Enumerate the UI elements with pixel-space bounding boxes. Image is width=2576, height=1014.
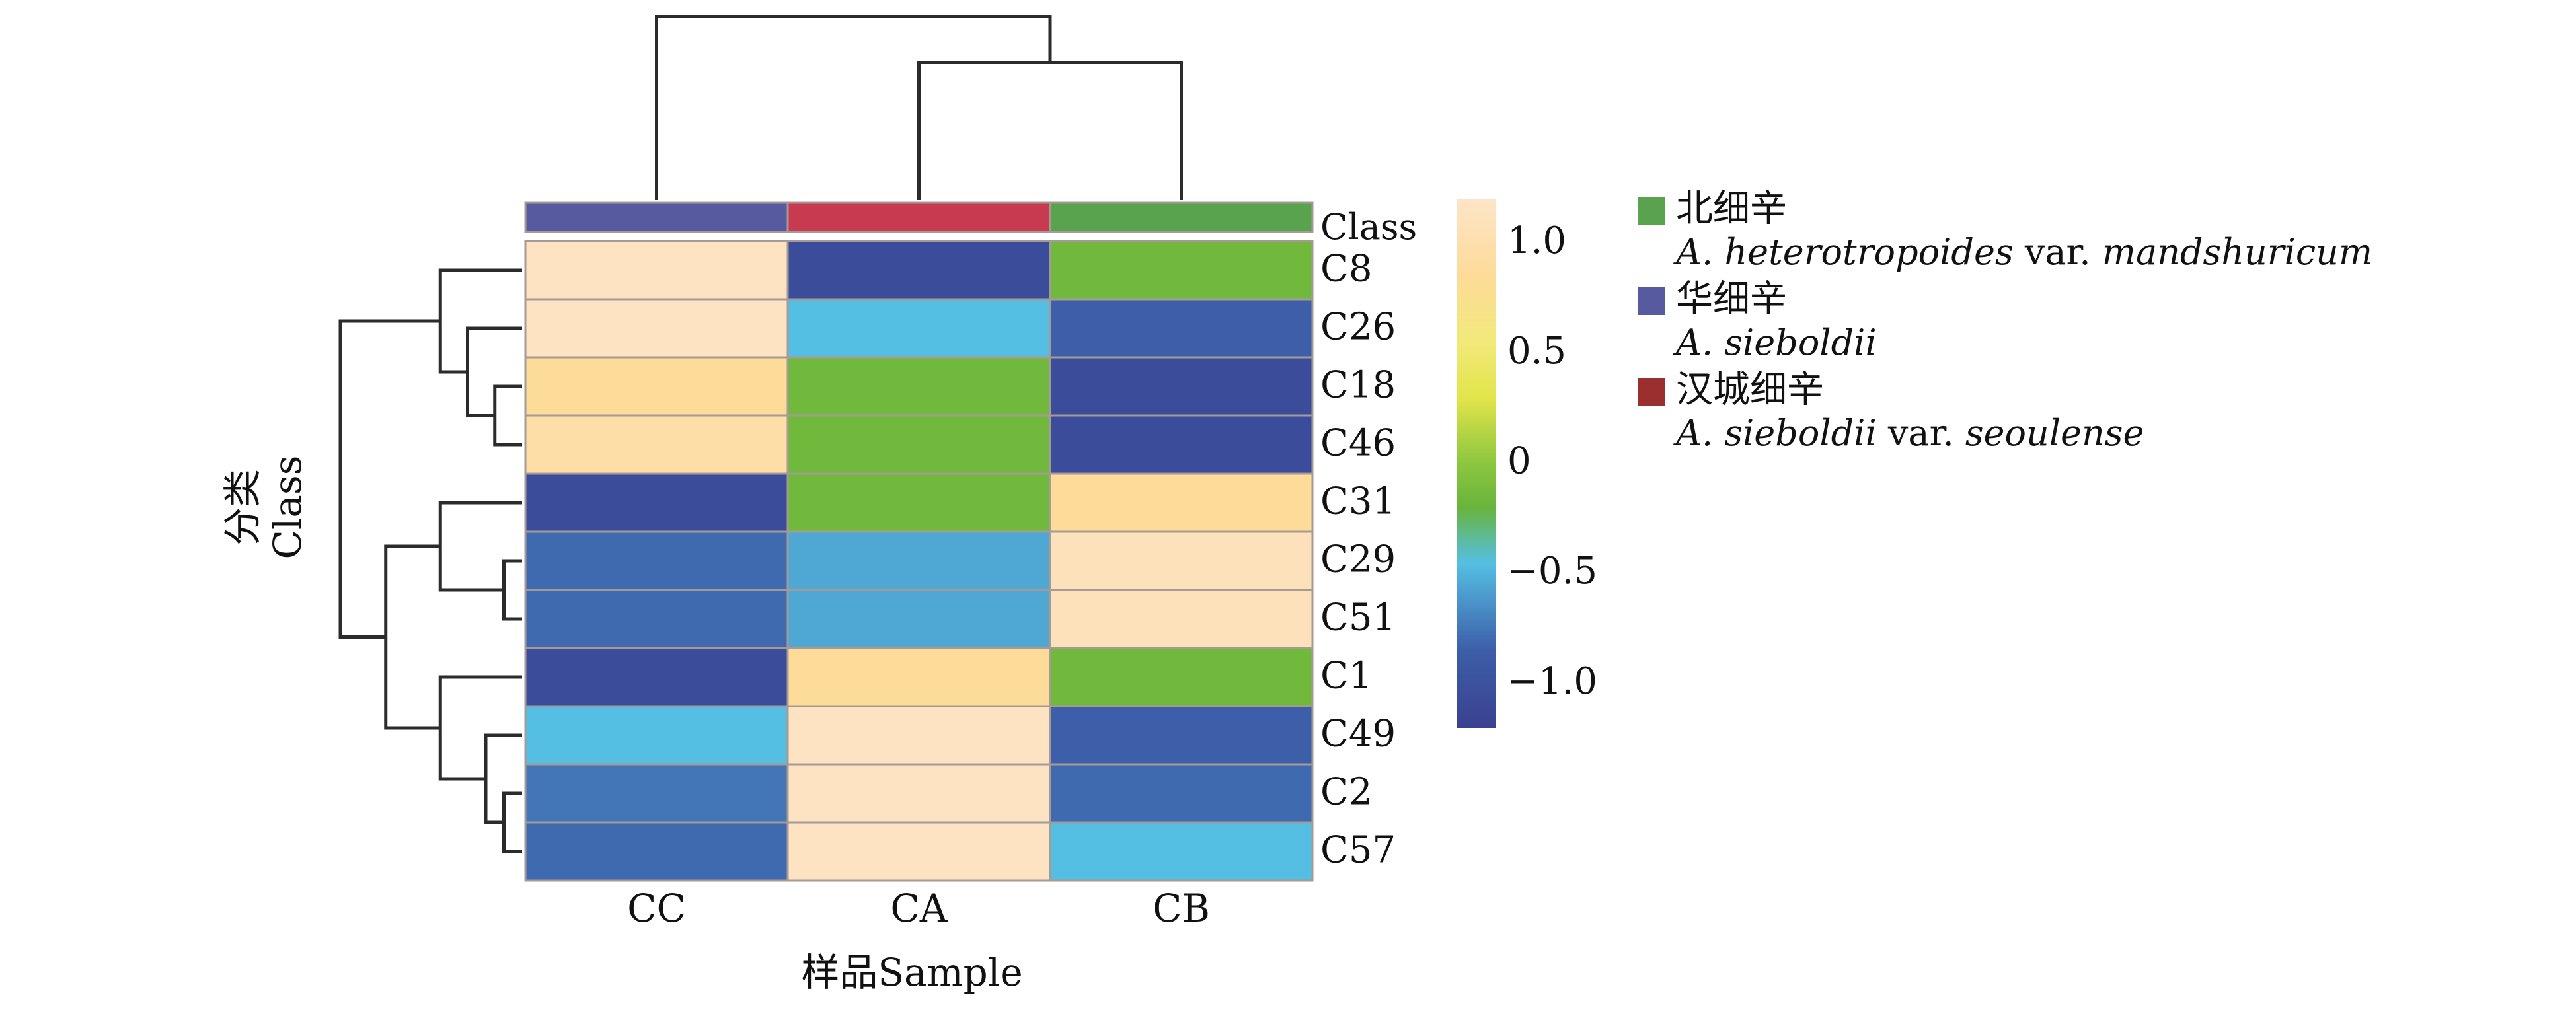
heatmap-cell-C57-CB <box>1049 821 1314 882</box>
heatmap-cell-C18-CB <box>1049 356 1314 417</box>
heatmap-cell-C26-CA <box>786 298 1051 359</box>
row-dendrogram-branch-7 <box>438 675 522 781</box>
column-labels: CC CA CB <box>627 886 1210 931</box>
class-bar-cell-CB <box>1049 201 1314 233</box>
heatmap-cell-C46-CB <box>1049 414 1314 475</box>
heatmap-cell-C57-CC <box>524 821 789 882</box>
column-label-CA: CA <box>890 886 948 931</box>
row-dendrogram <box>338 268 522 853</box>
x-axis-label: 样品Sample <box>801 950 1022 995</box>
heatmap-cell-C51-CC <box>524 589 789 649</box>
legend-label-cn-1: 华细辛 <box>1676 278 1787 321</box>
heatmap-cell-C29-CA <box>786 530 1051 591</box>
heatmap-cell-C26-CC <box>524 298 789 359</box>
row-label-C18: C18 <box>1320 364 1396 407</box>
row-label-C8: C8 <box>1320 248 1372 291</box>
row-dendrogram-branch-2 <box>438 268 522 374</box>
heatmap-cell-C51-CB <box>1049 589 1314 649</box>
row-dendrogram-branch-5 <box>502 791 522 853</box>
heatmap-cell-C2-CA <box>786 763 1051 824</box>
row-label-C51: C51 <box>1320 597 1396 639</box>
legend-swatch-2 <box>1638 378 1665 406</box>
legend-label-latin-2: A. sieboldii var. seoulense <box>1673 412 2144 454</box>
row-label-C46: C46 <box>1320 422 1396 465</box>
row-label-C1: C1 <box>1320 655 1372 698</box>
y-axis-label-group: 分类 Class <box>220 455 310 559</box>
heatmap-cell-C2-CB <box>1049 763 1314 824</box>
y-axis-label-cn: 分类 <box>220 469 265 546</box>
legend-label-cn-0: 北细辛 <box>1676 188 1787 231</box>
heatmap-cell-C18-CC <box>524 356 789 417</box>
row-dendrogram-branch-0 <box>493 384 522 447</box>
row-dendrogram-branch-8 <box>384 544 441 730</box>
heatmap-cell-C18-CA <box>786 356 1051 417</box>
heatmap-cell-C26-CB <box>1049 298 1314 359</box>
color-scale-tick: −1.0 <box>1507 660 1597 703</box>
heatmap-cell-C1-CB <box>1049 647 1314 707</box>
heatmap-cell-C8-CA <box>786 240 1051 301</box>
class-annotation-bar <box>524 201 1314 233</box>
color-scale-bar: 1.0 0.5 0 −0.5 −1.0 <box>1457 199 1597 728</box>
heatmap-cell-C49-CA <box>786 705 1051 766</box>
color-scale-tick: 1.0 <box>1507 219 1566 262</box>
heatmap-cell-C46-CC <box>524 414 789 475</box>
color-scale-tick: 0 <box>1507 440 1531 483</box>
color-scale-tick: −0.5 <box>1507 550 1597 593</box>
row-dendrogram-branch-9 <box>338 319 441 639</box>
heatmap-cell-C2-CC <box>524 763 789 824</box>
row-label-C49: C49 <box>1320 713 1396 756</box>
heatmap-cell-C1-CC <box>524 647 789 707</box>
heatmap-cell-C46-CA <box>786 414 1051 475</box>
heatmap-cells <box>524 240 1314 882</box>
heatmap-cell-C8-CB <box>1049 240 1314 301</box>
color-scale-gradient <box>1457 199 1496 728</box>
heatmap-cell-C49-CB <box>1049 705 1314 766</box>
column-label-CB: CB <box>1153 886 1210 931</box>
heatmap-cell-C8-CC <box>524 240 789 301</box>
legend-swatch-0 <box>1638 197 1665 225</box>
heatmap-cell-C31-CC <box>524 472 789 533</box>
class-row-label: Class <box>1320 206 1417 248</box>
class-bar-cell-CC <box>524 201 789 233</box>
legend-swatch-1 <box>1638 287 1665 315</box>
row-dendrogram-branch-3 <box>502 559 522 621</box>
row-label-C31: C31 <box>1320 480 1396 523</box>
heatmap-cell-C29-CC <box>524 530 789 591</box>
row-label-C26: C26 <box>1320 306 1396 349</box>
row-dendrogram-branch-4 <box>438 501 522 592</box>
heatmap-cell-C51-CA <box>786 589 1051 649</box>
legend-label-latin-0: A. heterotropoides var. mandshuricum <box>1673 231 2372 273</box>
column-label-CC: CC <box>627 886 686 931</box>
heatmap-cell-C1-CA <box>786 647 1051 707</box>
column-dendrogram-branch-1 <box>655 15 1052 200</box>
column-dendrogram-branch-0 <box>917 61 1183 200</box>
heatmap-cell-C31-CB <box>1049 472 1314 533</box>
row-label-C2: C2 <box>1320 771 1372 814</box>
heatmap-cell-C57-CA <box>786 821 1051 882</box>
legend-label-latin-1: A. sieboldii <box>1673 322 1877 363</box>
column-dendrogram <box>655 15 1183 200</box>
heatmap-cell-C31-CA <box>786 472 1051 533</box>
y-axis-label-en: Class <box>265 455 310 559</box>
heatmap-cell-C29-CB <box>1049 530 1314 591</box>
class-bar-cell-CA <box>786 201 1051 233</box>
heatmap-cell-C49-CC <box>524 705 789 766</box>
row-label-C57: C57 <box>1320 829 1396 872</box>
row-label-C29: C29 <box>1320 538 1396 581</box>
color-scale-tick: 0.5 <box>1507 330 1566 373</box>
legend-label-cn-2: 汉城细辛 <box>1676 369 1824 412</box>
